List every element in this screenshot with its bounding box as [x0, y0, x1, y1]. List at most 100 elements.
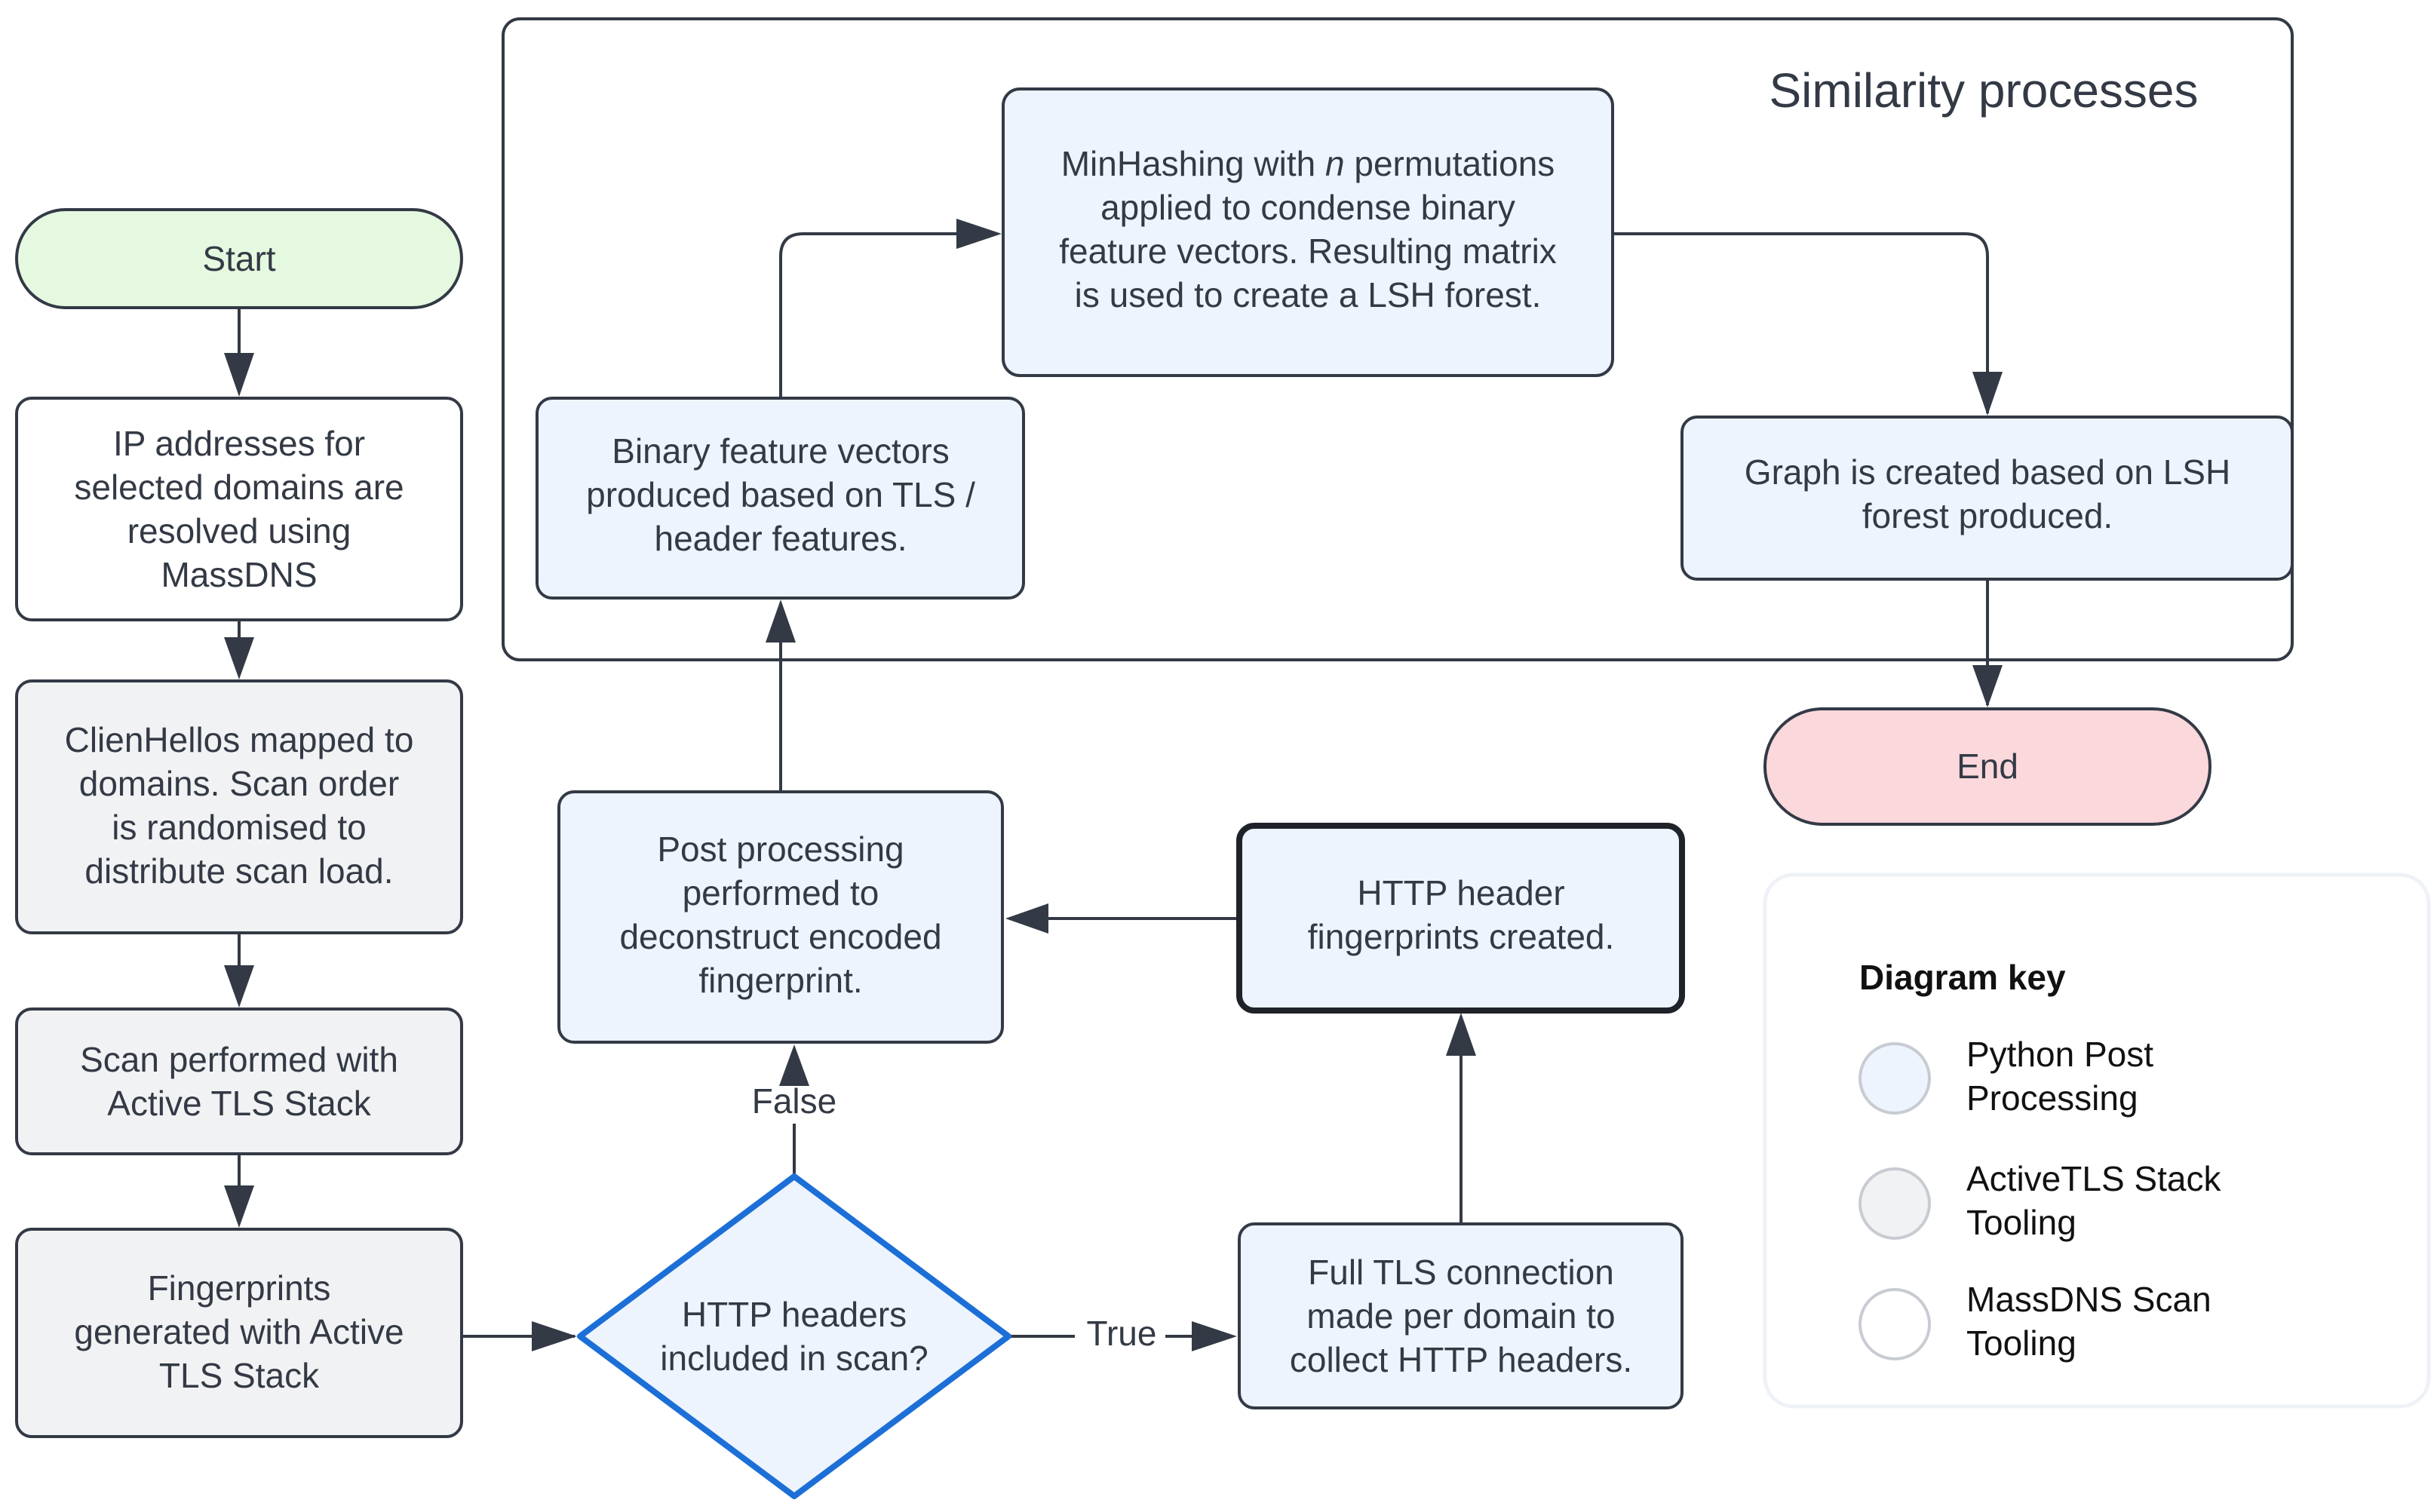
- similarity-group-title: Similarity processes: [1769, 63, 2198, 118]
- full-tls-node: Full TLS connection made per domain to col…: [1238, 1222, 1684, 1409]
- text-line: fingerprint.: [698, 961, 862, 1000]
- full-tls-node-label: Full TLS connection made per domain to col…: [1290, 1253, 1632, 1379]
- legend-swatch-python: [1858, 1042, 1931, 1115]
- arrowhead-fingerprints: [224, 1185, 254, 1228]
- text-line: Start: [202, 239, 275, 278]
- legend-box: [1763, 873, 2431, 1409]
- text-line: HTTP header: [1357, 873, 1564, 912]
- true-label-bg: [1075, 1316, 1165, 1357]
- text-line: selected domains are: [74, 468, 404, 507]
- text-line: made per domain to: [1306, 1296, 1615, 1336]
- graph-node-label: Graph is created based on LSH forest prod…: [1745, 452, 2230, 535]
- minhash-node: MinHashing with n permutations applied to…: [1002, 87, 1614, 377]
- http-fingerprints-node-label: HTTP header fingerprints created.: [1308, 873, 1615, 956]
- post-processing-node-label: Post processing performed to deconstruct e…: [619, 830, 941, 1000]
- arrowhead-massdns: [224, 353, 254, 397]
- text-line: Graph is created based on LSH: [1745, 452, 2230, 492]
- arrowhead-binary: [766, 600, 796, 643]
- text-line: MinHashing with n permutations: [1061, 144, 1555, 183]
- text-line: Fingerprints: [148, 1268, 331, 1308]
- arrowhead-post-from-httpfp: [1005, 903, 1048, 934]
- binary-vectors-node-label: Binary feature vectors produced based on …: [586, 431, 975, 558]
- text-line: ActiveTLS Stack: [1966, 1159, 2221, 1198]
- text-line: generated with Active: [74, 1312, 404, 1351]
- arrowheads: [224, 219, 2003, 1351]
- text-line: End: [1957, 747, 2018, 786]
- decision-node-label: HTTP headers included in scan?: [660, 1295, 928, 1378]
- graph-node: Graph is created based on LSH forest prod…: [1680, 416, 2294, 581]
- decision-node: HTTP headers included in scan?: [577, 1173, 1011, 1499]
- text-line: HTTP headers: [682, 1295, 907, 1334]
- text-line: Scan performed with: [80, 1040, 398, 1079]
- clienthellos-node: ClienHellos mapped to domains. Scan order…: [15, 679, 463, 934]
- clienthellos-node-label: ClienHellos mapped to domains. Scan order…: [65, 720, 414, 891]
- text-line: forest produced.: [1862, 496, 2113, 535]
- edge-label-false: False: [752, 1081, 836, 1121]
- arrowhead-graph: [1972, 372, 2003, 416]
- massdns-node: IP addresses for selected domains are reso…: [15, 397, 463, 621]
- text-line: feature vectors. Resulting matrix: [1059, 232, 1557, 271]
- start-node: Start: [15, 208, 463, 309]
- text-line: Post processing: [657, 830, 904, 869]
- text-line: ClienHellos mapped to: [65, 720, 414, 759]
- end-node-label: End: [1957, 747, 2018, 786]
- text-line: header features.: [654, 519, 907, 558]
- text-line: Tooling: [1966, 1323, 2076, 1363]
- edges: [238, 232, 1989, 1338]
- post-processing-node: Post processing performed to deconstruct e…: [557, 790, 1004, 1044]
- text-line: TLS Stack: [159, 1356, 320, 1395]
- text-line: Active TLS Stack: [107, 1084, 371, 1123]
- arrowhead-clienthellos: [224, 637, 254, 679]
- text-line: resolved using: [127, 511, 351, 551]
- text-line: included in scan?: [660, 1339, 928, 1378]
- text-line: Python Post: [1966, 1035, 2153, 1074]
- text-line: deconstruct encoded: [619, 917, 941, 956]
- text-line: MassDNS: [161, 555, 317, 594]
- edge-label-true: True: [1087, 1314, 1157, 1353]
- text-line: Tooling: [1966, 1203, 2076, 1242]
- text-line: MassDNS Scan: [1966, 1280, 2211, 1319]
- text-line: collect HTTP headers.: [1290, 1340, 1632, 1379]
- edge-binary-to-minhash: [779, 232, 996, 400]
- text-line: applied to condense binary: [1100, 188, 1515, 227]
- arrowhead-post-from-decision: [779, 1044, 809, 1086]
- text-line: distribute scan load.: [84, 851, 393, 891]
- text-line: domains. Scan order: [79, 764, 399, 803]
- text-line: Processing: [1966, 1078, 2138, 1118]
- text-line: is randomised to: [112, 808, 367, 847]
- legend-swatch-activetls: [1858, 1167, 1931, 1240]
- arrowhead-decision: [532, 1321, 577, 1351]
- binary-vectors-node: Binary feature vectors produced based on …: [536, 397, 1025, 600]
- text-line: IP addresses for: [113, 424, 365, 463]
- minhash-node-label: MinHashing with n permutations applied to…: [1059, 144, 1557, 314]
- legend-swatch-massdns: [1858, 1288, 1931, 1360]
- legend-title: Diagram key: [1859, 958, 2066, 997]
- text-line: Binary feature vectors: [612, 431, 949, 471]
- text-line: performed to: [683, 873, 879, 912]
- arrowhead-minhash: [956, 219, 1002, 249]
- end-node: End: [1763, 707, 2211, 826]
- arrowhead-httpfp: [1446, 1013, 1476, 1056]
- text-line: produced based on TLS /: [586, 475, 975, 514]
- edge-minhash-to-graph: [1613, 232, 1989, 413]
- arrowhead-end: [1972, 665, 2003, 707]
- arrowhead-scan: [224, 965, 254, 1007]
- text-line: Full TLS connection: [1308, 1253, 1614, 1292]
- text-line: fingerprints created.: [1308, 917, 1615, 956]
- massdns-node-label: IP addresses for selected domains are reso…: [74, 424, 404, 594]
- similarity-group-box: [502, 17, 2294, 661]
- start-node-label: Start: [202, 239, 275, 278]
- http-fingerprints-node: HTTP header fingerprints created.: [1236, 823, 1685, 1014]
- arrowhead-fulltls: [1192, 1321, 1237, 1351]
- text-line: is used to create a LSH forest.: [1075, 275, 1542, 314]
